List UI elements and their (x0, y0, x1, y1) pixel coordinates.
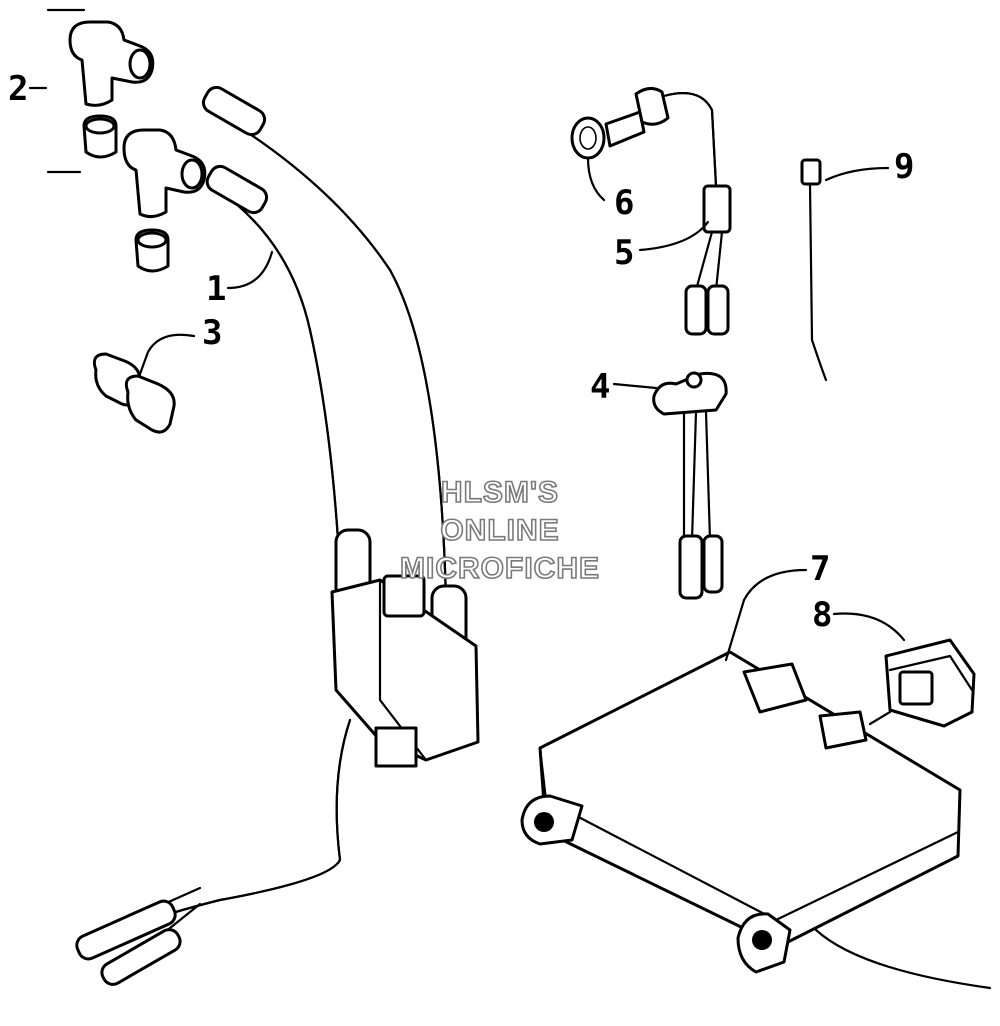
watermark-line-2: ONLINE (440, 514, 559, 547)
leader-line-5 (638, 220, 710, 252)
watermark: HLSM'S ONLINE MICROFICHE (399, 475, 600, 586)
callout-2: 2 (8, 69, 28, 109)
callout-3: 3 (202, 313, 222, 353)
leader-line-7 (724, 568, 808, 662)
cdi-unit (520, 650, 992, 990)
callout-6: 6 (614, 183, 634, 223)
callout-4: 4 (590, 367, 610, 407)
leader-line-6 (586, 156, 606, 202)
watermark-line-3: MICROFICHE (400, 552, 600, 585)
watermark-line-1: HLSM'S (441, 476, 559, 509)
leader-line-1 (226, 250, 274, 290)
callout-5: 5 (614, 233, 634, 273)
callout-7: 7 (810, 549, 830, 589)
sensor-bracket (652, 371, 728, 600)
wire-lead (800, 158, 828, 382)
leader-line-8b (868, 710, 892, 726)
spark-plug-cap-upper (68, 20, 155, 159)
callout-8: 8 (812, 595, 832, 635)
wire-clip (92, 352, 176, 434)
spark-plug-cap-lower (122, 128, 207, 273)
callout-1: 1 (206, 269, 226, 309)
connector-cap (884, 638, 976, 728)
temperature-sensor (570, 87, 732, 336)
leader-line-3 (138, 333, 196, 376)
leader-line-4 (612, 382, 658, 390)
ignition-coil (75, 85, 480, 986)
callout-9: 9 (894, 147, 914, 187)
leader-line-9 (824, 166, 890, 182)
leader-line-8 (832, 612, 906, 642)
